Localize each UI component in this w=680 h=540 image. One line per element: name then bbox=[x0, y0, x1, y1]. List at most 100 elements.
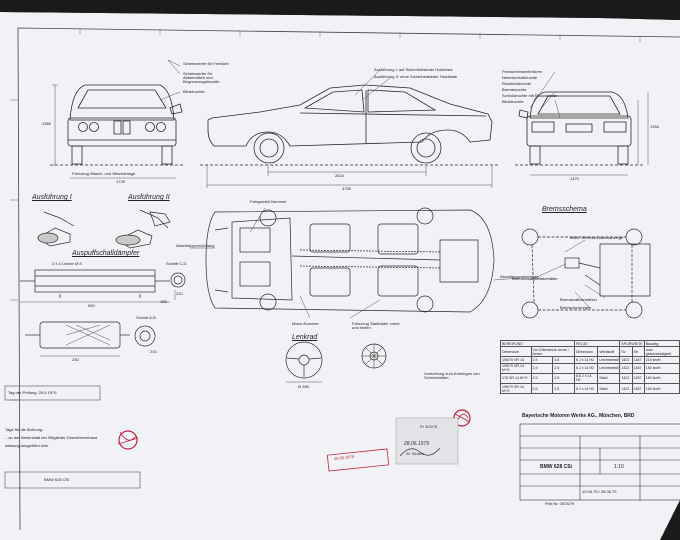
notes-line-2: ...an der Nebenblatt der Mitglieder Gewe… bbox=[5, 435, 98, 440]
table-cell: 1487 bbox=[631, 382, 645, 395]
table-cell: 195/70 SR 14 M+S bbox=[500, 382, 532, 395]
plan-callout-chassis-no: Fahrgestell-Nummer bbox=[250, 199, 287, 204]
table-subheader: Werkstoff bbox=[597, 346, 621, 358]
brake-title: Bremsschema bbox=[542, 206, 587, 213]
notes-line-3: weisung ausgeführt sein. bbox=[5, 443, 50, 448]
table-subheader: Dimension bbox=[500, 346, 532, 358]
dim-wheelbase: 2624 bbox=[335, 173, 344, 178]
rear-callout-3: Rückfahrleuchte bbox=[502, 81, 531, 86]
dim-rear-height: 1354 bbox=[650, 124, 659, 129]
table-cell: 160 km/h bbox=[643, 382, 680, 395]
table-row: 175 SR 14 M+S 2,5 2,5 6,5 J x 14 H2 Stah… bbox=[500, 372, 680, 385]
exhaust-drawing bbox=[20, 269, 186, 349]
plan-leader-lines bbox=[190, 207, 521, 319]
front-dimension-lines bbox=[52, 59, 181, 179]
rear-callout-5: Schlußleuchte mit Rückstrahler bbox=[502, 93, 558, 98]
table-row: 195/70 VR 14 2,5 2,5 6 J x 14 H2 Leichtm… bbox=[500, 356, 680, 364]
notes-line-1: Tage für die Bohrung: bbox=[5, 427, 44, 432]
section-ab: Schnitt A-B bbox=[136, 315, 156, 320]
frame-border bbox=[17, 27, 680, 531]
dim-section-size: 210 bbox=[150, 349, 157, 354]
table-row: 195/70 SR 14 M+S 2,5 2,5 6 J x 14 H2 Sta… bbox=[500, 382, 680, 395]
company-name: Bayerische Motoren Werke AG., München, B… bbox=[522, 413, 635, 419]
brake-scheme bbox=[521, 228, 651, 319]
variant-2-title: Ausführung II bbox=[128, 194, 170, 201]
title-number: Prüf.Nr. 0578/79 bbox=[545, 501, 575, 506]
plan-callout-tow-front: Abschleppvorrichtung bbox=[176, 243, 215, 248]
table-cell: Stahl bbox=[597, 382, 621, 395]
variant-1-title: Ausführung I bbox=[32, 194, 72, 201]
steering-dimension: Ø 390 bbox=[298, 384, 309, 389]
backdrop-top bbox=[0, 0, 680, 20]
table-cell: 160 km/h bbox=[643, 372, 680, 385]
table-cell: 1487 bbox=[631, 372, 645, 385]
table-cell: 1422 bbox=[619, 362, 633, 374]
front-callout-2: Scheinwerfer für Abblendlicht und Begren… bbox=[183, 71, 220, 84]
table-cell: 2,5 bbox=[530, 372, 554, 385]
red-stamps bbox=[117, 409, 471, 472]
plan-view-chassis bbox=[205, 207, 495, 313]
table-cell: 2,5 bbox=[552, 362, 575, 374]
brake-callout-1: elektr. Bremsschlauchanzeige bbox=[570, 235, 624, 240]
table-subheader: Dimension bbox=[573, 346, 599, 358]
table-cell: 160 km/h bbox=[643, 362, 680, 374]
wheel-rim-drawing bbox=[361, 343, 387, 369]
variant-sketches bbox=[37, 209, 171, 249]
table-cell: 6 J x 14 H2 bbox=[573, 382, 599, 395]
model-small-box bbox=[4, 471, 141, 489]
front-note: Fahrzeug Wasch- und Wischanlage bbox=[72, 171, 136, 176]
title-scale: 1:10 bbox=[614, 464, 624, 470]
rear-callout-6: Blinkleuchte bbox=[502, 99, 524, 104]
table-cell: 6,5 J x 14 H2 bbox=[573, 372, 599, 385]
tire-table: BEREIFUNG FELGE SPURWEITE Bauartg. Dimen… bbox=[500, 339, 680, 395]
table-subheader: Sh bbox=[631, 346, 645, 358]
table-cell: 2,5 bbox=[552, 382, 575, 395]
steering-title: Lenkrad bbox=[292, 334, 318, 341]
front-view-car bbox=[50, 84, 185, 166]
brake-callout-4: Bremsdruckregler bbox=[560, 305, 592, 310]
dim-exhaust-small: 210 bbox=[176, 291, 183, 296]
table-subheader-row: Dimension Vor-/Überdruck vorne / hinten … bbox=[500, 346, 680, 358]
dim-exhaust-length: 550 bbox=[88, 303, 95, 308]
table-cell: 1487 bbox=[631, 362, 645, 374]
side-view-car bbox=[200, 84, 500, 166]
front-callout-1: Scheinwerfer für Fernlicht bbox=[183, 61, 229, 66]
dim-exhaust-diameter: 165 bbox=[160, 299, 167, 304]
dim-rear-width: 1470 bbox=[570, 176, 579, 181]
side-callout-1: Ausführung I: auf Sicherheitsleder Holzl… bbox=[374, 67, 453, 72]
table-subheader: Sv bbox=[619, 346, 633, 358]
table-cell: 1422 bbox=[619, 372, 633, 385]
model-small: BMW 628 CSi bbox=[44, 477, 70, 482]
dim-length: 4755 bbox=[342, 186, 351, 191]
section-cd: Schnitt C-D bbox=[166, 261, 187, 266]
side-dimension-lines bbox=[206, 69, 493, 188]
title-model: BMW 628 CSi bbox=[540, 464, 572, 470]
brake-leader-lines bbox=[529, 239, 606, 309]
table-cell: 1422 bbox=[619, 382, 633, 395]
towing-note: Vorrichtung zum Anbringen von Schneekett… bbox=[424, 371, 480, 380]
brake-callout-2: Bremsflüssigkeitsbehälter bbox=[512, 276, 558, 281]
table-subheader: max. geschwindigkeit bbox=[643, 346, 680, 358]
table-cell: 175 SR 14 M+S bbox=[500, 372, 532, 385]
rear-view-car bbox=[515, 91, 645, 166]
plan-callout-tow-rear: Abschleppvorrichtung bbox=[500, 274, 539, 279]
table-cell: 6 J x 14 H2 bbox=[573, 362, 599, 374]
table-cell: 2,5 bbox=[530, 362, 554, 374]
table-cell: 195/70 VR 14 M+S bbox=[500, 362, 532, 374]
exhaust-note: 2 x 4 Löcher Ø 8 bbox=[52, 261, 82, 266]
dim-front-width: 1725 bbox=[116, 179, 125, 184]
table-cell: 2,5 bbox=[552, 372, 575, 385]
title-date: 19.06.79 / 28.06.79 bbox=[582, 489, 617, 494]
plan-callout-engine-no: Motor-Nummer bbox=[292, 321, 319, 326]
table-subheader: Vor-/Überdruck vorne / hinten bbox=[530, 346, 575, 358]
stamp-handwritten-date: 28.06.1979 bbox=[404, 441, 430, 447]
front-callout-3: Blinkleuchte bbox=[183, 89, 205, 94]
brake-callout-3: Bremskraftverstärker bbox=[560, 297, 598, 302]
table-cell: Leichtmetall bbox=[597, 362, 621, 374]
exhaust-title: Auspuffschalldämpfer bbox=[72, 250, 140, 257]
stamp-signature: W. Stroble bbox=[406, 451, 425, 456]
dim-front-height: 1365 bbox=[42, 121, 51, 126]
steering-wheel-drawing bbox=[285, 341, 323, 383]
rear-dimension-lines bbox=[529, 71, 649, 176]
